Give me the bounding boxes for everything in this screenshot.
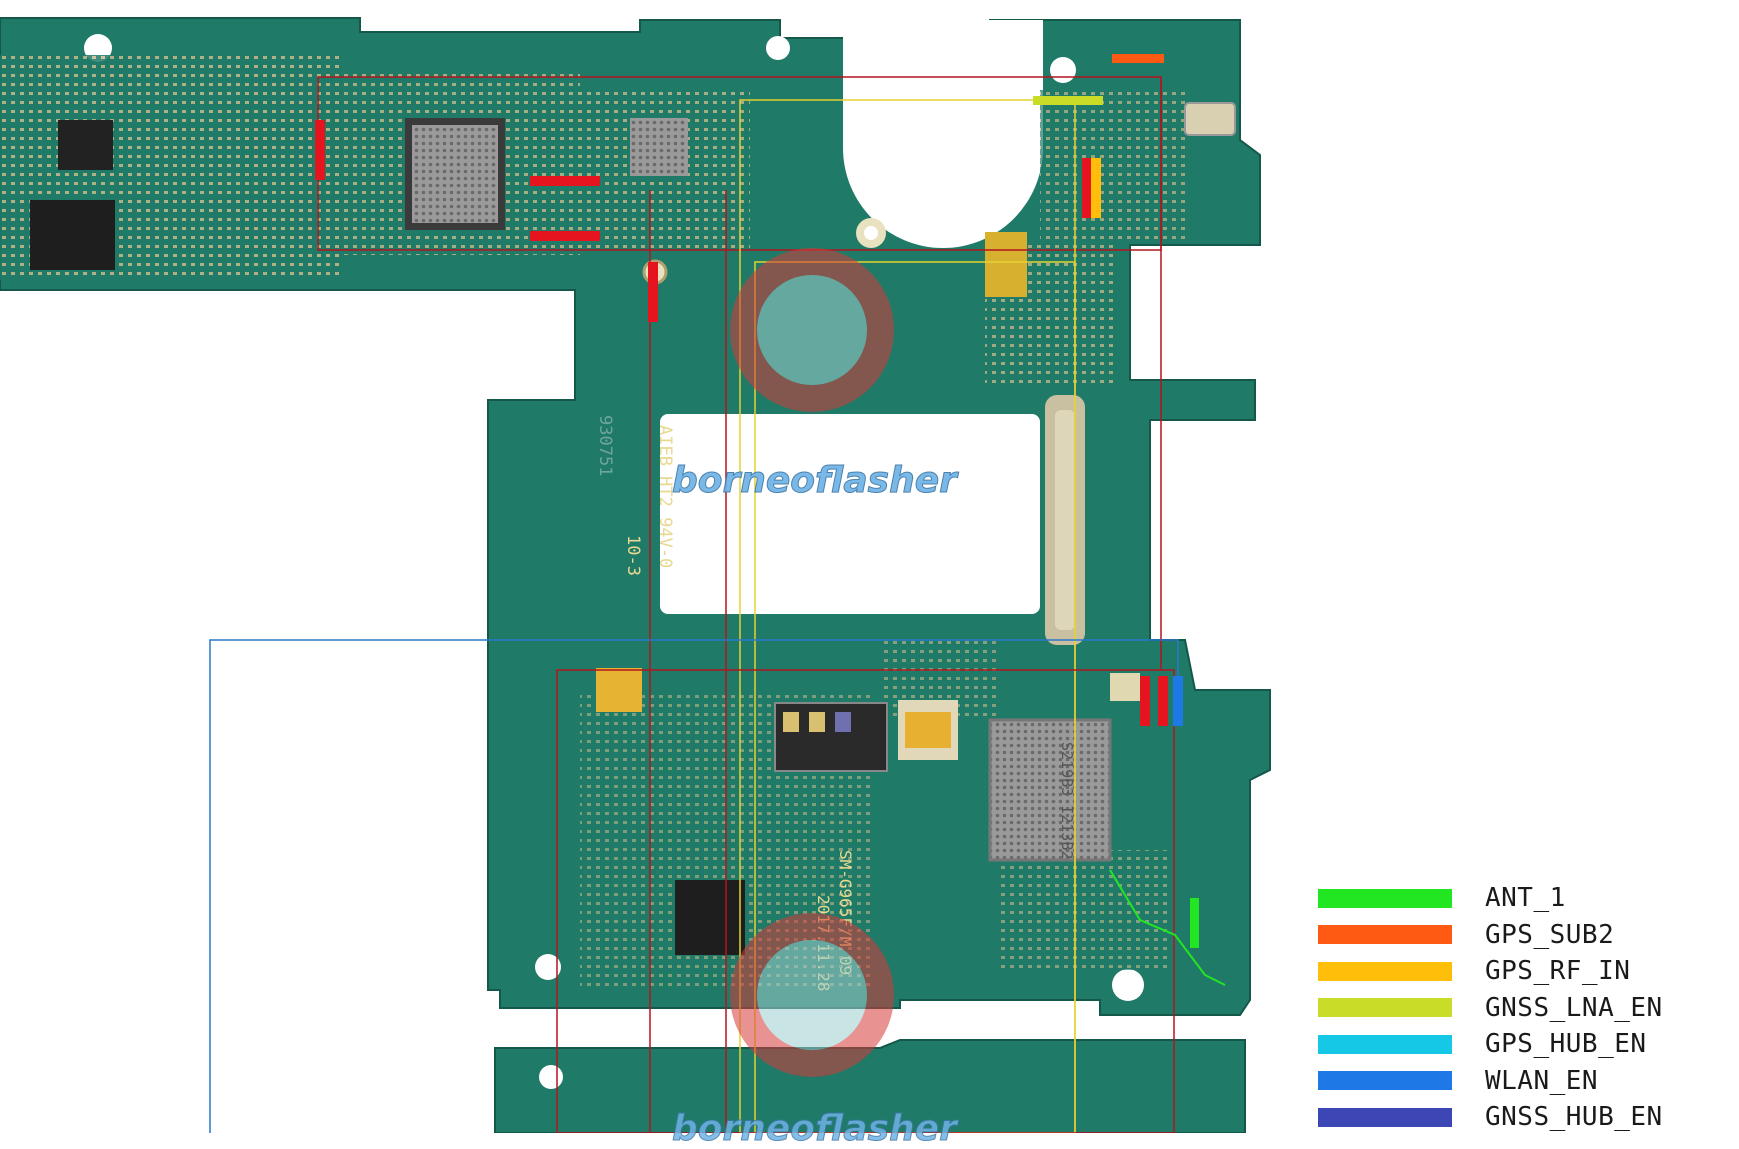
legend-swatch <box>1318 1034 1452 1054</box>
legend-item: GPS_SUB2 <box>1318 917 1718 954</box>
legend-label: GNSS_LNA_EN <box>1485 992 1663 1023</box>
print-spec: AIEB HT2 94V-0 <box>655 425 675 568</box>
legend-label: WLAN_EN <box>1485 1065 1599 1096</box>
legend-label: GPS_RF_IN <box>1485 956 1631 987</box>
legend-item: GPS_RF_IN <box>1318 953 1718 990</box>
legend-label: ANT_1 <box>1485 883 1566 914</box>
chip-code: S219B3 I213B2 <box>1058 742 1076 859</box>
legend-swatch <box>1318 1071 1452 1091</box>
legend-label: GPS_SUB2 <box>1485 919 1615 950</box>
print-code: 930751 <box>595 415 615 476</box>
legend-label: GPS_HUB_EN <box>1485 1029 1647 1060</box>
legend-label: GNSS_HUB_EN <box>1485 1102 1663 1133</box>
signal-legend: ANT_1 GPS_SUB2 GPS_RF_IN GNSS_LNA_EN GPS… <box>1318 880 1718 1136</box>
legend-item: GNSS_LNA_EN <box>1318 990 1718 1027</box>
watermark-text: borneoflasher <box>672 460 958 502</box>
legend-swatch <box>1318 998 1452 1018</box>
legend-swatch <box>1318 1107 1452 1127</box>
legend-item: WLAN_EN <box>1318 1063 1718 1100</box>
print-rev: 10-3 <box>623 535 643 576</box>
board-callouts <box>315 54 1199 948</box>
chips <box>30 102 1236 955</box>
legend-item: ANT_1 <box>1318 880 1718 917</box>
watermark-text-lower: borneoflasher <box>672 1108 958 1149</box>
legend-item: GPS_HUB_EN <box>1318 1026 1718 1063</box>
legend-swatch <box>1318 888 1452 908</box>
legend-swatch <box>1318 961 1452 981</box>
legend-swatch <box>1318 925 1452 945</box>
legend-item: GNSS_HUB_EN <box>1318 1099 1718 1136</box>
watermark-logo <box>730 248 894 1077</box>
